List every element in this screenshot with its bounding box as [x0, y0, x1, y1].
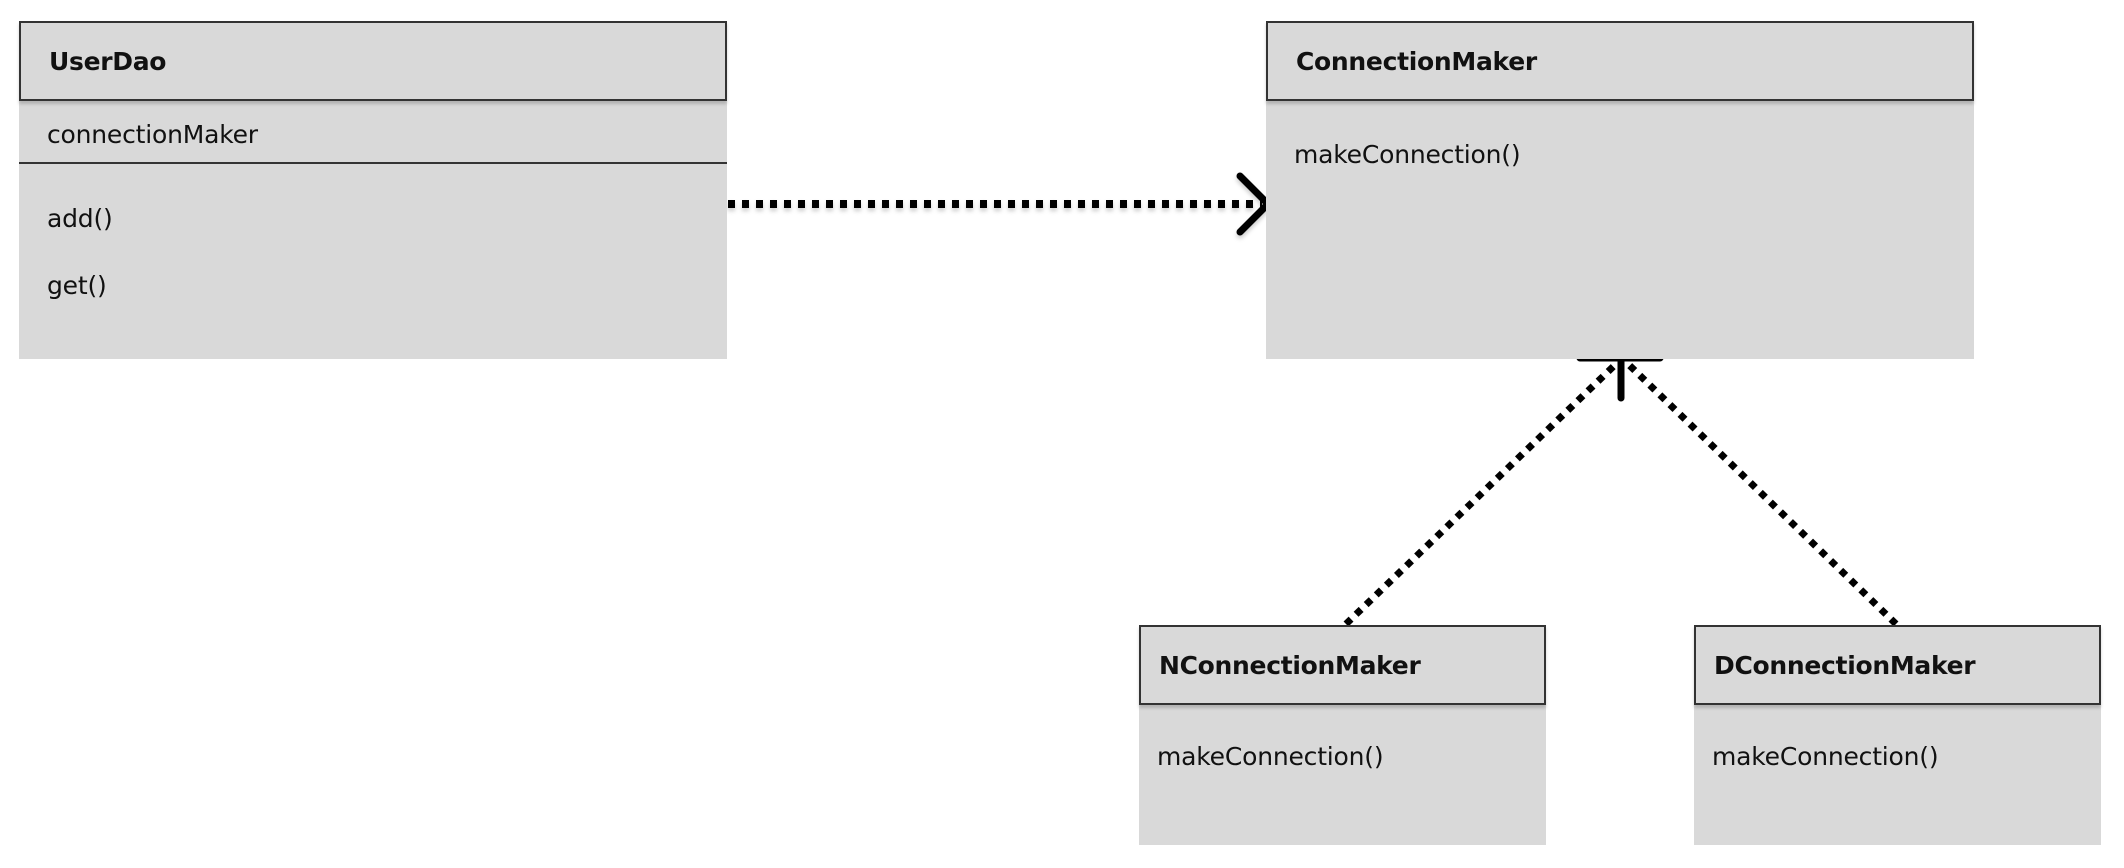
realization-arrowhead [1576, 354, 1664, 402]
class-dconnectionmaker[interactable]: DConnectionMaker makeConnection() [1694, 625, 2101, 845]
class-header: UserDao [19, 21, 727, 101]
class-name: ConnectionMaker [1296, 47, 1537, 76]
realization-arrow-right [1623, 359, 1899, 627]
dependency-arrow [728, 172, 1272, 236]
compartment-divider [19, 162, 727, 164]
attribute: connectionMaker [47, 120, 258, 149]
class-header: DConnectionMaker [1694, 625, 2101, 705]
class-nconnectionmaker[interactable]: NConnectionMaker makeConnection() [1139, 625, 1546, 845]
class-header: NConnectionMaker [1139, 625, 1546, 705]
class-name: UserDao [49, 47, 167, 76]
method: makeConnection() [1712, 742, 1939, 771]
realization-arrow-left [1343, 359, 1621, 627]
class-userdao[interactable]: UserDao connectionMaker add() get() [19, 21, 727, 359]
method: add() [47, 204, 113, 233]
method: makeConnection() [1294, 140, 1521, 169]
class-name: DConnectionMaker [1714, 651, 1976, 680]
class-connectionmaker[interactable]: ConnectionMaker makeConnection() [1266, 21, 1974, 359]
class-name: NConnectionMaker [1159, 651, 1421, 680]
method: get() [47, 271, 107, 300]
method: makeConnection() [1157, 742, 1384, 771]
class-header: ConnectionMaker [1266, 21, 1974, 101]
